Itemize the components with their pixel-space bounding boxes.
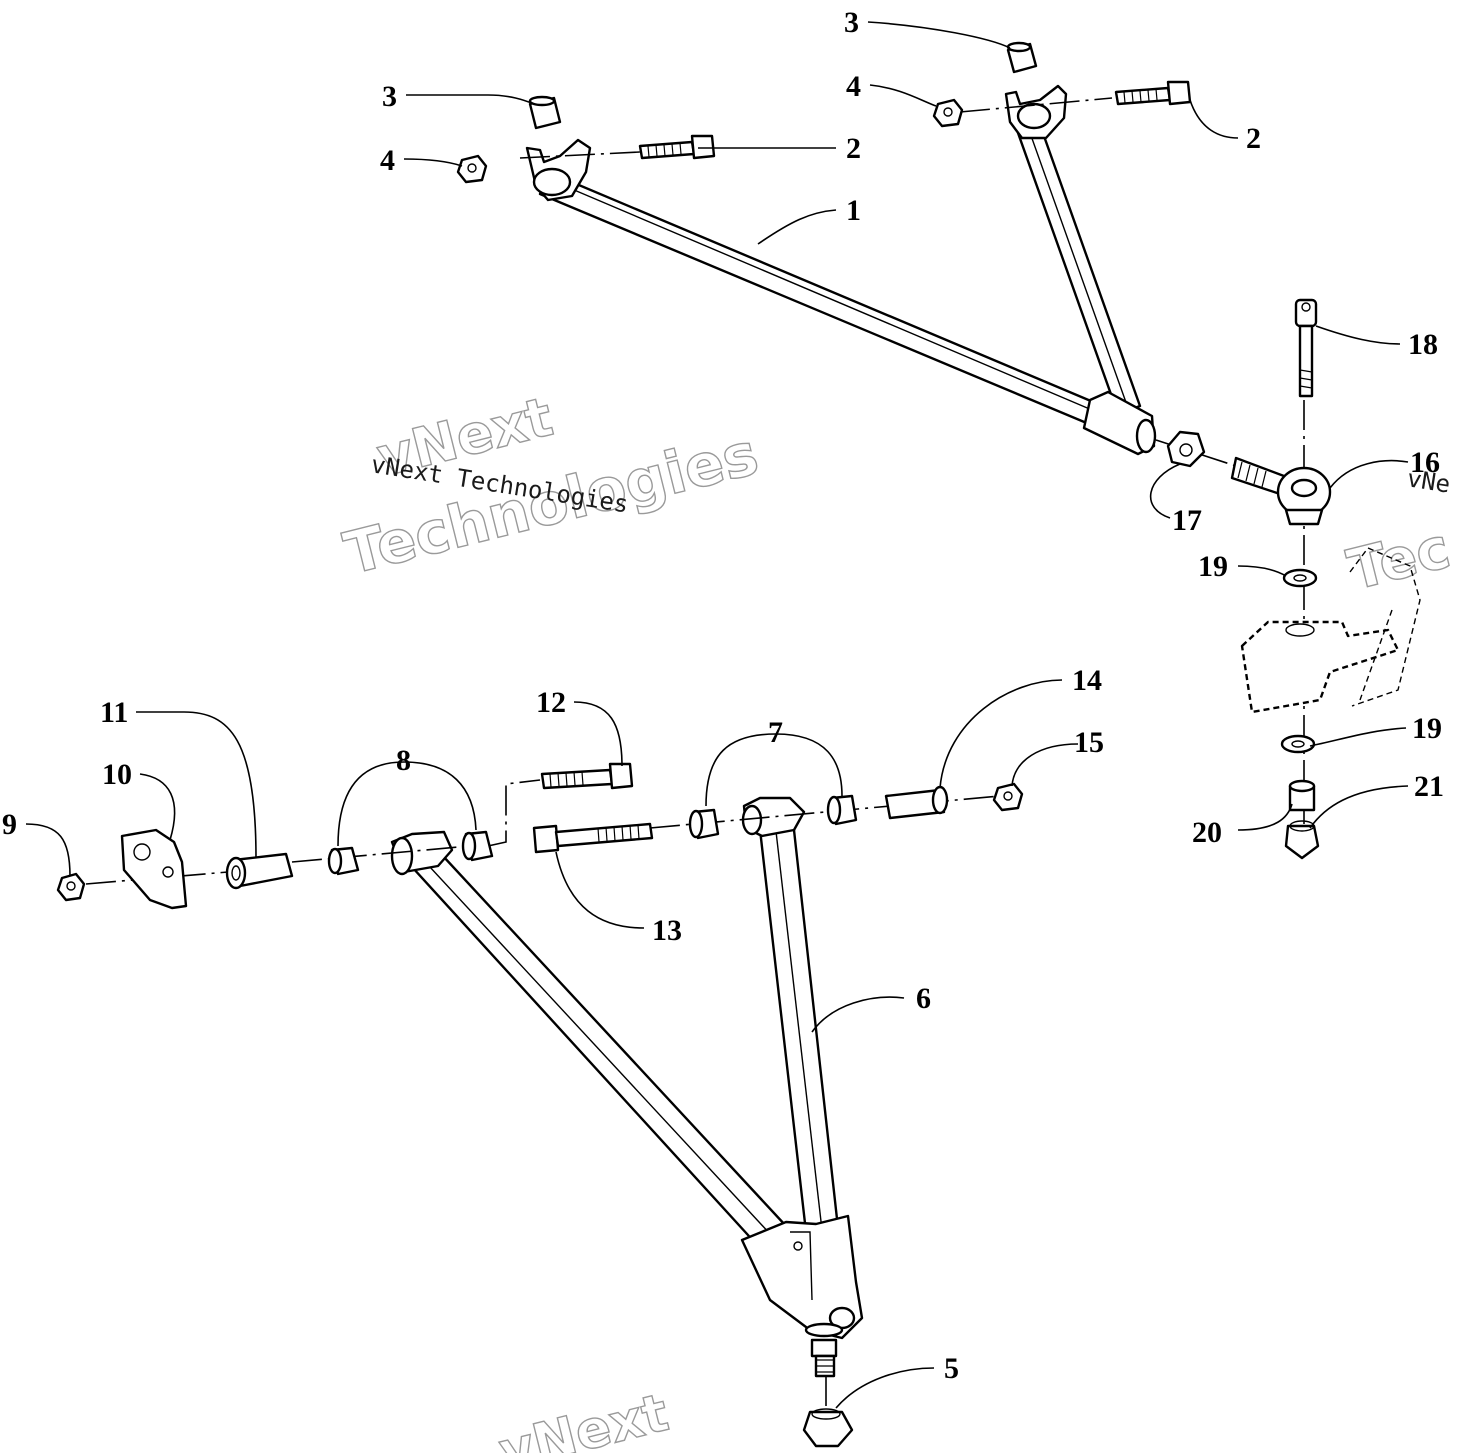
axis-upper-front bbox=[519, 151, 641, 159]
upper-nut-front bbox=[456, 154, 488, 184]
axis-bolt-12 bbox=[487, 779, 541, 847]
callout-9: 9 bbox=[2, 808, 17, 841]
bracket-sleeve bbox=[225, 852, 294, 890]
callout-2-front: 2 bbox=[846, 132, 861, 165]
lower-front-bolt bbox=[540, 762, 634, 790]
callout-4-front: 4 bbox=[380, 144, 395, 177]
callout-17: 17 bbox=[1172, 504, 1202, 537]
ball-joint-nut bbox=[802, 1408, 854, 1448]
rear-sleeve bbox=[884, 785, 949, 820]
front-bushing-b bbox=[461, 830, 494, 862]
rod-end bbox=[1230, 456, 1332, 526]
watermark-partial-right: vNe bbox=[1405, 464, 1452, 498]
lower-a-arm bbox=[390, 796, 864, 1378]
jam-nut bbox=[1166, 430, 1206, 468]
callout-15: 15 bbox=[1074, 726, 1104, 759]
front-bushing-a bbox=[327, 846, 360, 876]
washer-lower bbox=[1280, 734, 1316, 754]
callout-3-rear: 3 bbox=[844, 6, 859, 39]
spacer bbox=[1288, 779, 1316, 812]
callout-21: 21 bbox=[1414, 770, 1444, 803]
rear-nut bbox=[992, 782, 1024, 812]
callout-12: 12 bbox=[536, 686, 566, 719]
rear-bushing-a bbox=[688, 808, 720, 840]
callout-1: 1 bbox=[846, 194, 861, 227]
upper-a-arm bbox=[525, 84, 1157, 456]
axis-lower-front-b bbox=[291, 845, 471, 863]
callout-7: 7 bbox=[768, 716, 783, 749]
leader-lines bbox=[25, 21, 1409, 1409]
callout-8: 8 bbox=[396, 744, 411, 777]
upper-nut-rear bbox=[932, 98, 964, 128]
callout-14: 14 bbox=[1072, 664, 1102, 697]
callout-3-front: 3 bbox=[382, 80, 397, 113]
callout-4-rear: 4 bbox=[846, 70, 861, 103]
callout-18: 18 bbox=[1408, 328, 1438, 361]
mounting-bracket bbox=[120, 828, 188, 910]
rear-bushing-b bbox=[826, 794, 858, 826]
washer-upper bbox=[1282, 568, 1318, 588]
watermark-partial-bottom: vNext bbox=[494, 1383, 675, 1453]
callout-19-upper: 19 bbox=[1198, 550, 1228, 583]
rod-end-bolt bbox=[1294, 298, 1318, 398]
callout-13: 13 bbox=[652, 914, 682, 947]
callout-2-rear: 2 bbox=[1246, 122, 1261, 155]
callout-19-lower: 19 bbox=[1412, 712, 1442, 745]
upper-bushing-front bbox=[528, 95, 562, 130]
upper-bolt-rear bbox=[1114, 80, 1192, 106]
callout-6: 6 bbox=[916, 982, 931, 1015]
callout-5: 5 bbox=[944, 1352, 959, 1385]
callout-labels: 1 2 2 3 3 4 4 5 6 7 8 9 10 11 12 13 14 1… bbox=[2, 6, 1444, 1385]
upper-bolt-front bbox=[638, 134, 716, 160]
upper-bushing-rear bbox=[1006, 41, 1038, 74]
lower-rear-bolt bbox=[532, 822, 654, 854]
callout-20: 20 bbox=[1192, 816, 1222, 849]
rod-end-nut bbox=[1284, 820, 1320, 860]
callout-16: 16 bbox=[1410, 446, 1440, 479]
spindle-ghost bbox=[1240, 547, 1421, 714]
callout-10: 10 bbox=[102, 758, 132, 791]
bracket-nut bbox=[56, 872, 86, 902]
axis-upper-rear bbox=[959, 97, 1113, 113]
callout-11: 11 bbox=[100, 696, 128, 729]
